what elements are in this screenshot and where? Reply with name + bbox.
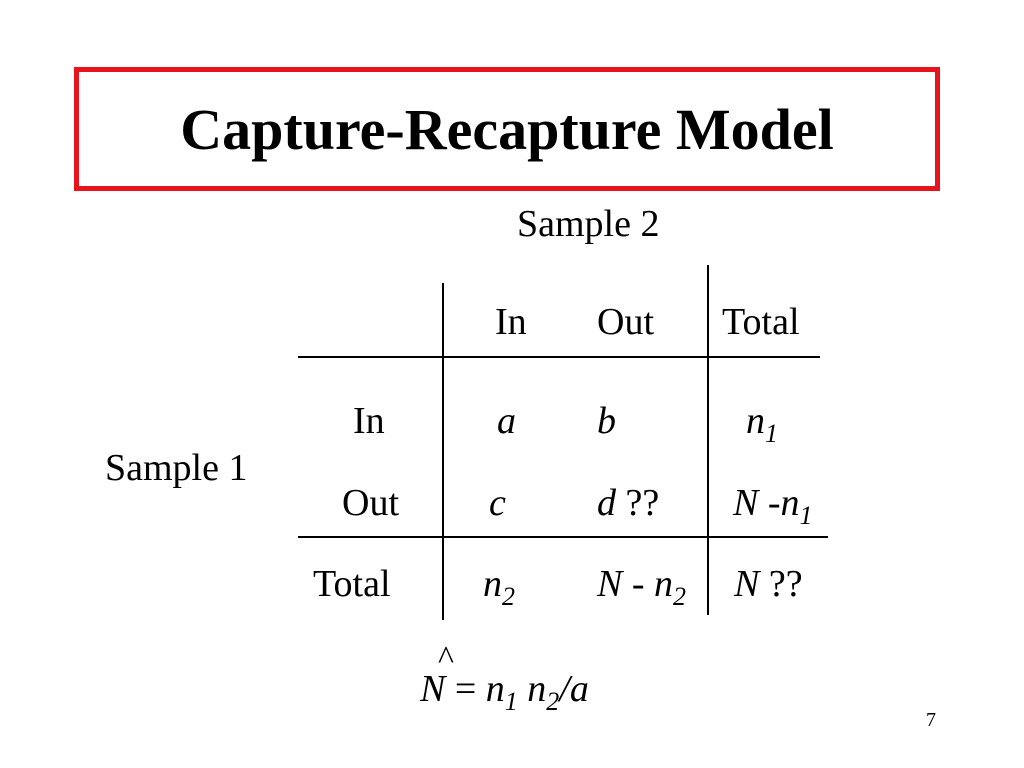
cell-total-in-sub: 2 bbox=[502, 582, 515, 611]
table-vline-right bbox=[707, 265, 709, 615]
formula-lhs: N bbox=[420, 668, 446, 710]
cell-out-out-main: d bbox=[597, 482, 616, 524]
col-header-out: Out bbox=[597, 301, 654, 343]
cell-total-out: N - n2 bbox=[597, 563, 686, 610]
table-hline-top bbox=[298, 356, 820, 358]
cell-total-total: N ?? bbox=[734, 565, 803, 603]
formula-equals: = bbox=[445, 668, 486, 710]
cell-out-in: c bbox=[489, 482, 506, 524]
row-header-total: Total bbox=[313, 563, 391, 605]
formula-n1-sub: 1 bbox=[504, 687, 518, 716]
cell-total-in-main: n bbox=[483, 563, 502, 605]
cell-out-total-sub: 1 bbox=[799, 501, 813, 530]
formula-tail: /a bbox=[559, 668, 589, 710]
cell-out-total: N -n1 bbox=[733, 482, 813, 529]
cell-total-total-suffix: ?? bbox=[759, 563, 803, 605]
cell-out-total-main: N -n bbox=[733, 482, 800, 524]
cell-total-out-sub: 2 bbox=[673, 582, 686, 611]
table-hline-bottom bbox=[298, 536, 828, 538]
cell-in-out: b bbox=[597, 400, 616, 442]
page-number: 7 bbox=[926, 709, 936, 731]
title-box: Capture-Recapture Model bbox=[74, 67, 940, 191]
cell-in-in: a bbox=[497, 400, 516, 442]
formula-n2-sub: 2 bbox=[546, 687, 560, 716]
cell-total-in: n2 bbox=[483, 563, 515, 610]
sample1-label: Sample 1 bbox=[105, 447, 248, 489]
col-header-total: Total bbox=[722, 301, 800, 343]
formula-n1-main: n bbox=[485, 668, 505, 710]
cell-in-total-sub: 1 bbox=[765, 419, 778, 448]
formula: N = n1 n2/a bbox=[420, 668, 589, 715]
formula-hat: ^ bbox=[438, 640, 454, 677]
cell-total-total-main: N bbox=[734, 563, 760, 605]
col-header-in: In bbox=[495, 301, 527, 343]
row-header-out: Out bbox=[342, 482, 399, 524]
cell-in-total: n1 bbox=[746, 400, 778, 447]
cell-in-total-main: n bbox=[746, 400, 765, 442]
table-vline-left bbox=[442, 283, 444, 620]
cell-out-out-suffix: ?? bbox=[616, 482, 660, 524]
cell-total-out-main: N - n bbox=[597, 563, 673, 605]
row-header-in: In bbox=[353, 400, 385, 442]
cell-out-out: d ?? bbox=[597, 484, 659, 522]
sample2-label: Sample 2 bbox=[517, 203, 660, 245]
slide-title: Capture-Recapture Model bbox=[180, 96, 834, 162]
formula-n2-main: n bbox=[517, 668, 547, 710]
